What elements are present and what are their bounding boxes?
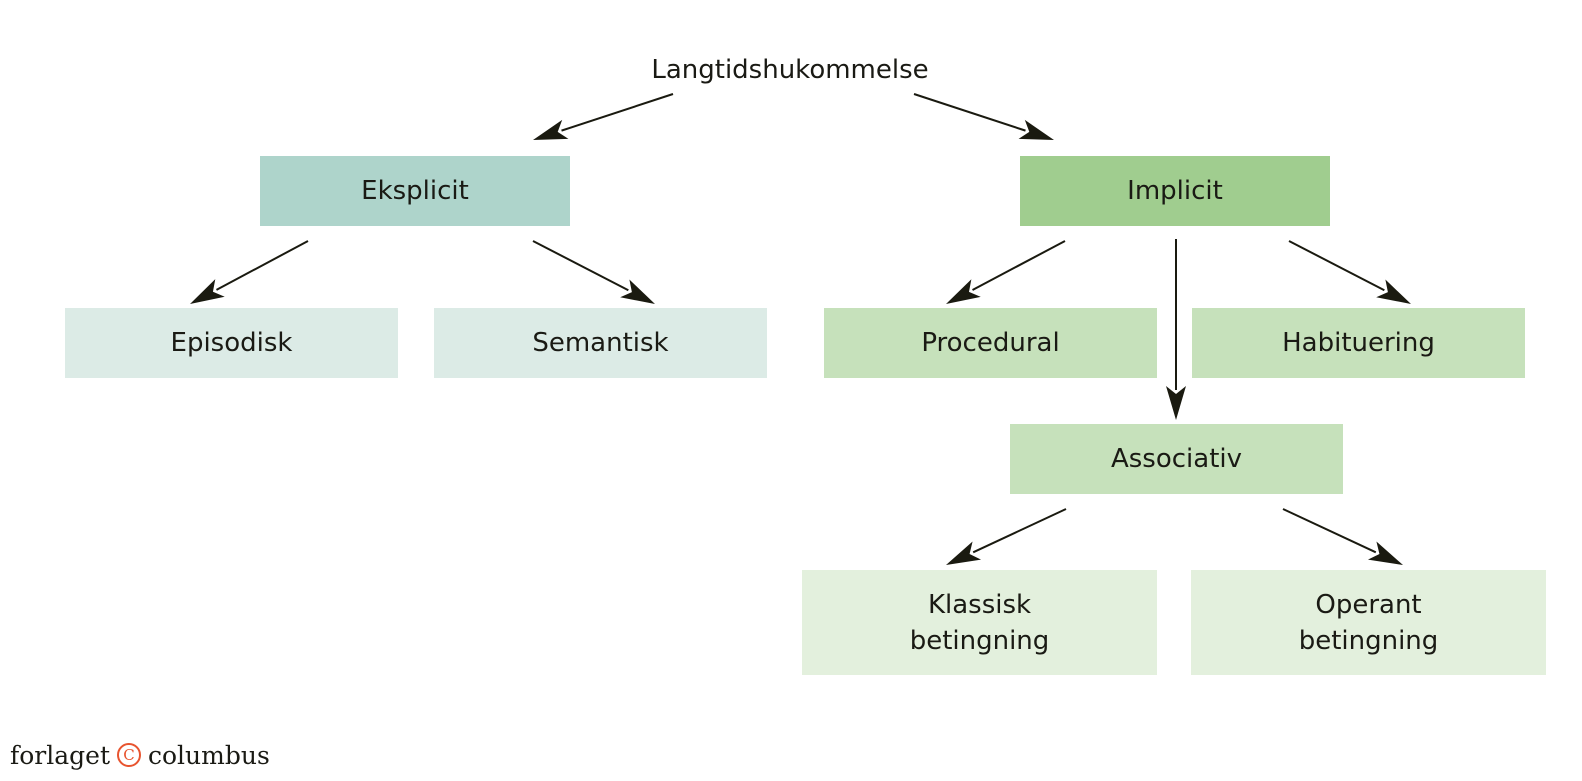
arrow-implicit-to-associativ-head — [1166, 386, 1186, 420]
arrow-implicit-to-habituering-shaft — [1288, 240, 1385, 292]
root-node-langtidshukommelse: Langtidshukommelse — [600, 50, 980, 90]
node-episodisk: Episodisk — [65, 308, 398, 378]
logo-text-forlaget: forlaget — [10, 740, 110, 770]
node-procedural: Procedural — [824, 308, 1157, 378]
arrow-root-to-eksplicit-shaft — [561, 93, 674, 132]
arrow-implicit-to-procedural-head — [946, 279, 981, 304]
arrow-implicit-to-procedural — [946, 240, 1066, 304]
node-operant-line1: Operant — [1315, 589, 1422, 620]
arrow-implicit-to-habituering — [1288, 240, 1411, 304]
arrow-eksplicit-to-episodisk-head — [190, 279, 225, 304]
arrow-root-to-eksplicit-head — [533, 119, 569, 140]
node-operant-line2: betingning — [1298, 625, 1439, 656]
copyright-icon: C — [117, 743, 141, 767]
arrow-eksplicit-to-semantisk — [532, 240, 655, 304]
node-klassisk-line1: Klassisk — [927, 589, 1032, 620]
arrow-implicit-to-procedural-shaft — [972, 240, 1066, 291]
arrow-root-to-implicit-head — [1018, 119, 1054, 140]
arrow-implicit-to-habituering-head — [1376, 279, 1411, 304]
node-habituering-label: Habituering — [1282, 328, 1435, 358]
node-operant-betingning: Operant betingning — [1191, 570, 1546, 675]
node-klassisk-line2: betingning — [909, 625, 1050, 656]
node-associativ: Associativ — [1010, 424, 1343, 494]
node-semantisk: Semantisk — [434, 308, 767, 378]
node-implicit-label: Implicit — [1127, 176, 1223, 206]
node-semantisk-label: Semantisk — [532, 328, 669, 358]
arrow-associativ-to-klassisk — [946, 508, 1067, 565]
node-implicit: Implicit — [1020, 156, 1330, 226]
arrow-eksplicit-to-semantisk-head — [620, 279, 655, 304]
publisher-logo: forlaget C columbus — [10, 738, 270, 772]
root-label: Langtidshukommelse — [651, 55, 929, 85]
node-eksplicit: Eksplicit — [260, 156, 570, 226]
node-habituering: Habituering — [1192, 308, 1525, 378]
arrow-root-to-implicit-shaft — [913, 93, 1026, 132]
node-associativ-label: Associativ — [1110, 444, 1243, 474]
arrow-associativ-to-operant-shaft — [1282, 508, 1377, 554]
node-procedural-label: Procedural — [921, 328, 1060, 358]
logo-text-columbus: columbus — [148, 740, 270, 770]
arrow-associativ-to-operant-head — [1367, 541, 1403, 565]
arrow-associativ-to-operant — [1282, 508, 1403, 565]
arrow-eksplicit-to-semantisk-shaft — [532, 240, 629, 292]
arrow-implicit-to-associativ — [1166, 239, 1186, 420]
arrow-root-to-implicit — [913, 93, 1054, 140]
arrow-eksplicit-to-episodisk — [190, 240, 309, 304]
node-klassisk-betingning: Klassisk betingning — [802, 570, 1157, 675]
arrow-associativ-to-klassisk-shaft — [972, 508, 1067, 554]
arrow-root-to-eksplicit — [533, 93, 674, 140]
arrow-associativ-to-klassisk-head — [946, 541, 982, 565]
node-eksplicit-label: Eksplicit — [361, 176, 469, 206]
arrow-eksplicit-to-episodisk-shaft — [215, 240, 309, 291]
node-episodisk-label: Episodisk — [170, 328, 293, 358]
